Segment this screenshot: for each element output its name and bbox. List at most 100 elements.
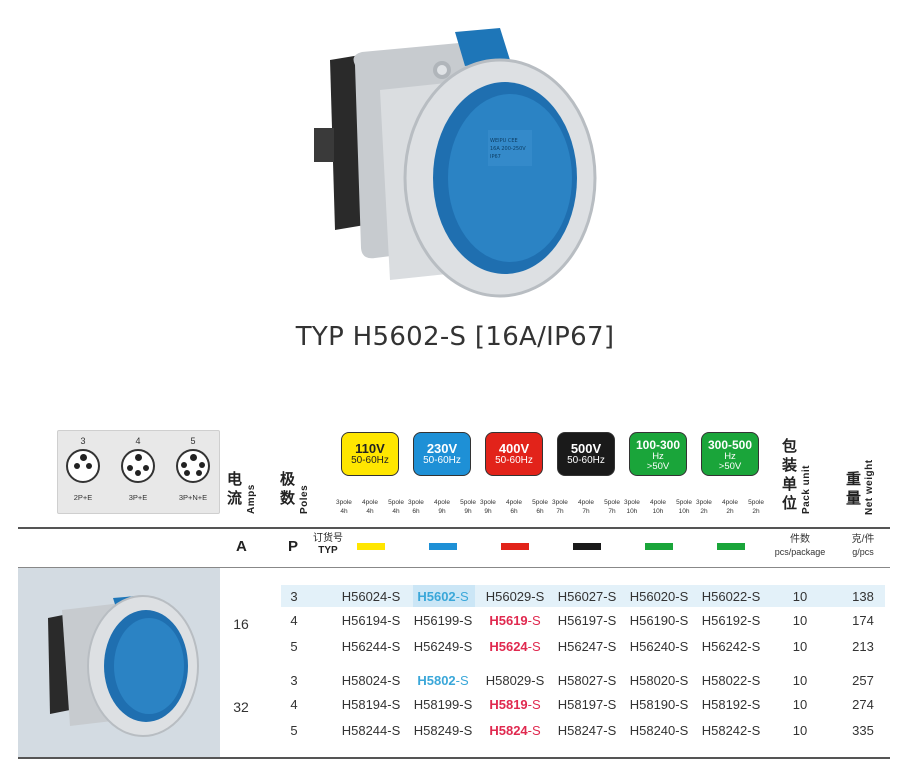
pack-value: 10 xyxy=(792,589,808,604)
pack-value: 10 xyxy=(792,673,808,688)
poles-unit: P xyxy=(288,538,299,555)
pole-hour: 10h xyxy=(652,508,664,515)
pin-label: 3P+N+E xyxy=(178,493,208,502)
poles-header-en: Poles xyxy=(299,484,310,514)
poles-header-cn: 极 数 xyxy=(280,470,295,508)
pole-hour: 2h xyxy=(752,508,760,515)
weight-value: 213 xyxy=(852,639,874,654)
table-rule-bottom xyxy=(18,757,890,759)
order-code: H56240-S xyxy=(629,639,689,654)
pole-label: 5pole xyxy=(604,499,620,506)
pole-hour: 9h xyxy=(464,508,472,515)
order-code: H56027-S xyxy=(557,589,617,604)
weight-header-cn: 重 量 xyxy=(846,470,861,508)
order-code: H56199-S xyxy=(413,613,473,628)
order-code: H58242-S xyxy=(701,723,761,738)
order-code: H56022-S xyxy=(701,589,761,604)
pole-label: 3pole xyxy=(408,499,424,506)
order-header-cn: 订货号 xyxy=(313,533,343,544)
svg-text:16A 200-250V: 16A 200-250V xyxy=(490,146,526,152)
pole-hour: 2h xyxy=(700,508,708,515)
color-swatch xyxy=(429,543,457,550)
pole-label: 4pole xyxy=(362,499,378,506)
pole-hour: 6h xyxy=(412,508,420,515)
pack-sub-cn: 件数 xyxy=(790,534,810,545)
order-code: H58024-S xyxy=(341,673,401,688)
pole-label: 3pole xyxy=(624,499,640,506)
order-code: H58244-S xyxy=(341,723,401,738)
pin-diagram-3: 3 2P+E xyxy=(58,431,108,502)
order-code: H56249-S xyxy=(413,639,473,654)
order-code: H56020-S xyxy=(629,589,689,604)
amps-cn-char: 流 xyxy=(227,490,243,507)
order-code: H56244-S xyxy=(341,639,401,654)
pole-hour: 4h xyxy=(340,508,348,515)
pack-subheader: 件数 pcs/package xyxy=(764,533,836,559)
pole-hour: 2h xyxy=(726,508,734,515)
pole-label: 5pole xyxy=(388,499,404,506)
order-code: H5624-S xyxy=(489,639,541,654)
poles-value: 5 xyxy=(290,639,298,654)
svg-text:WEIPU CEE: WEIPU CEE xyxy=(490,138,518,144)
pin-count: 4 xyxy=(135,436,141,446)
pin-label: 3P+E xyxy=(128,493,148,502)
weight-cn-char: 重 xyxy=(846,471,862,488)
pack-header-en: Pack unit xyxy=(801,465,812,514)
voltage-note: >50V xyxy=(718,461,742,472)
product-socket-illustration: WEIPU CEE 16A 200-250V IP67 xyxy=(314,28,597,298)
order-header: 订货号 TYP xyxy=(313,533,343,557)
order-code: H5619-S xyxy=(489,613,541,628)
weight-sub-cn: 克/件 xyxy=(851,534,875,545)
pole-hour: 4h xyxy=(366,508,374,515)
pole-label: 4pole xyxy=(506,499,522,506)
pole-hour: 10h xyxy=(678,508,690,515)
color-swatch xyxy=(357,543,385,550)
pin-count: 3 xyxy=(80,436,86,446)
pack-sub-en: pcs/package xyxy=(774,547,826,557)
weight-value: 138 xyxy=(852,589,874,604)
pin-diagram-5: 5 3P+N+E xyxy=(168,431,218,502)
pole-hour-note: 5pole 10h xyxy=(676,498,692,516)
weight-value: 274 xyxy=(852,697,874,712)
voltage-frequency: Hz xyxy=(652,451,664,462)
voltage-value: 230V xyxy=(426,441,458,456)
pole-label: 3pole xyxy=(696,499,712,506)
poles-value: 4 xyxy=(290,697,298,712)
poles-value: 3 xyxy=(290,589,298,604)
voltage-value: 400V xyxy=(498,441,530,456)
order-code: H56190-S xyxy=(629,613,689,628)
voltage-value: 100-300 xyxy=(635,438,681,452)
pole-label: 4pole xyxy=(578,499,594,506)
pack-cn-char: 位 xyxy=(782,495,798,512)
order-code: H5819-S xyxy=(489,697,541,712)
pole-label: 3pole xyxy=(336,499,352,506)
order-code: H56192-S xyxy=(701,613,761,628)
pin-diagram-4: 4 3P+E xyxy=(113,431,163,502)
order-code: H58194-S xyxy=(341,697,401,712)
amps-header-cn: 电 流 xyxy=(227,470,242,508)
order-header-en: TYP xyxy=(318,545,338,556)
voltage-frequency: 50-60Hz xyxy=(423,455,461,466)
pole-label: 5pole xyxy=(676,499,692,506)
pole-hour: 6h xyxy=(536,508,544,515)
color-swatch xyxy=(501,543,529,550)
poles-cn-char: 数 xyxy=(280,490,296,507)
order-code: H58199-S xyxy=(413,697,473,712)
weight-value: 174 xyxy=(852,613,874,628)
